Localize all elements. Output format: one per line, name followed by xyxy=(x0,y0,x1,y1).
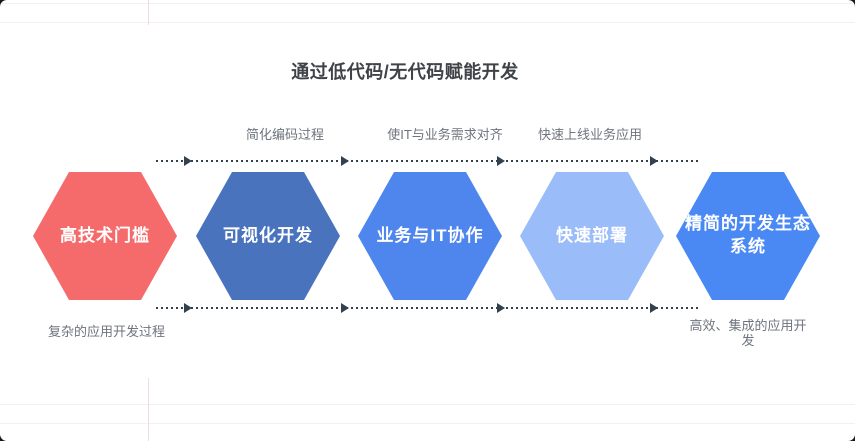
annotation-bottom-right: 高效、集成的应用开发 xyxy=(689,318,807,348)
grid-line xyxy=(0,3,855,4)
flow-arrow-top-line xyxy=(156,160,699,162)
stage-hexagon-3: 业务与IT协作 xyxy=(358,172,502,300)
arrowhead-icon xyxy=(184,156,192,166)
annotation-top-1: 简化编码过程 xyxy=(245,127,325,142)
grid-line xyxy=(0,22,855,23)
arrowhead-icon xyxy=(650,156,658,166)
arrowhead-icon xyxy=(497,303,505,313)
annotation-bottom-left: 复杂的应用开发过程 xyxy=(48,324,166,339)
stage-hexagon-5: 精简的开发生态系统 xyxy=(676,172,820,300)
grid-line xyxy=(148,378,149,441)
annotation-top-2: 使IT与业务需求对齐 xyxy=(387,127,503,142)
arrowhead-icon xyxy=(184,303,192,313)
stage-label: 精简的开发生态系统 xyxy=(685,214,811,256)
diagram-title: 通过低代码/无代码赋能开发 xyxy=(291,62,519,82)
arrowhead-icon xyxy=(341,303,349,313)
stage-hexagon-2: 可视化开发 xyxy=(196,172,340,300)
arrowhead-icon xyxy=(497,156,505,166)
stage-label: 可视化开发 xyxy=(223,225,313,245)
stage-label: 业务与IT协作 xyxy=(376,225,484,245)
stage-hexagon-1: 高技术门槛 xyxy=(33,172,177,300)
stage-label: 快速部署 xyxy=(556,225,628,245)
grid-line xyxy=(0,404,855,405)
annotation-top-3: 快速上线业务应用 xyxy=(537,127,643,142)
grid-line xyxy=(148,0,149,25)
flow-arrow-bottom-line xyxy=(156,307,699,309)
arrowhead-icon xyxy=(650,303,658,313)
stage-hexagon-4: 快速部署 xyxy=(520,172,664,300)
arrowhead-icon xyxy=(341,156,349,166)
stage-label: 高技术门槛 xyxy=(60,225,150,245)
grid-line xyxy=(0,423,855,424)
